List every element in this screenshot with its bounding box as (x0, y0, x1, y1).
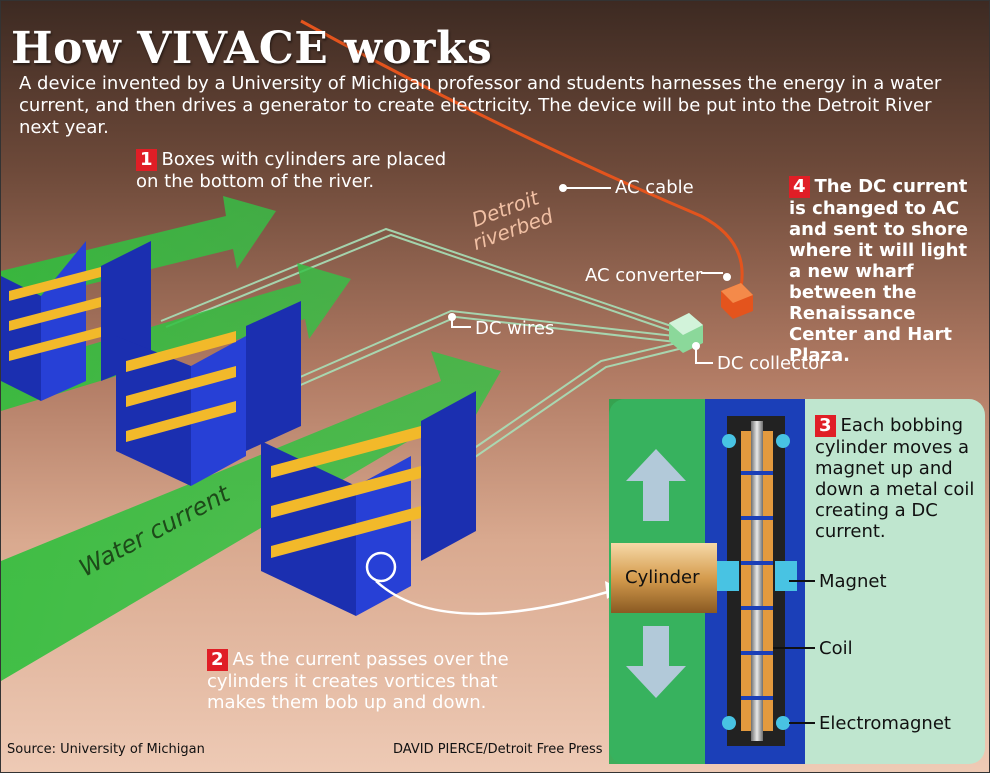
magnet-label: Magnet (819, 571, 887, 592)
step-3-number: 3 (815, 415, 836, 437)
step-2-number: 2 (207, 649, 228, 671)
step-3-text: Each bobbing cylinder moves a magnet up … (815, 415, 975, 542)
intro-text: A device invented by a University of Mic… (19, 73, 942, 138)
step-4-number: 4 (789, 176, 810, 198)
vivace-box-3 (261, 391, 476, 616)
electromagnet-label: Electromagnet (819, 713, 951, 734)
ac-cable-line (300, 19, 744, 288)
ac-cable-label: AC cable (615, 177, 694, 198)
cylinder-label: Cylinder (625, 567, 700, 588)
dc-collector-label: DC collector (717, 353, 827, 374)
leader-lines (448, 184, 731, 364)
author-credit: DAVID PIERCE/Detroit Free Press (393, 742, 603, 757)
callout-arrow (375, 580, 612, 615)
source-credit: Source: University of Michigan (7, 742, 205, 757)
step-2-text: As the current passes over the cylinders… (207, 649, 509, 713)
dc-wires-label: DC wires (475, 318, 555, 339)
coil-label: Coil (819, 638, 853, 659)
ac-converter-box (721, 283, 753, 319)
step-1-text: Boxes with cylinders are placed on the b… (136, 149, 447, 192)
ac-converter-label: AC converter (585, 265, 703, 286)
step-1-number: 1 (136, 149, 157, 171)
page-title: How VIVACE works (11, 23, 493, 74)
vivace-box-2 (116, 301, 301, 486)
inset-panel (609, 399, 985, 764)
callout-circle (365, 551, 397, 583)
step-4-text: The DC current is changed to AC and sent… (789, 176, 968, 366)
